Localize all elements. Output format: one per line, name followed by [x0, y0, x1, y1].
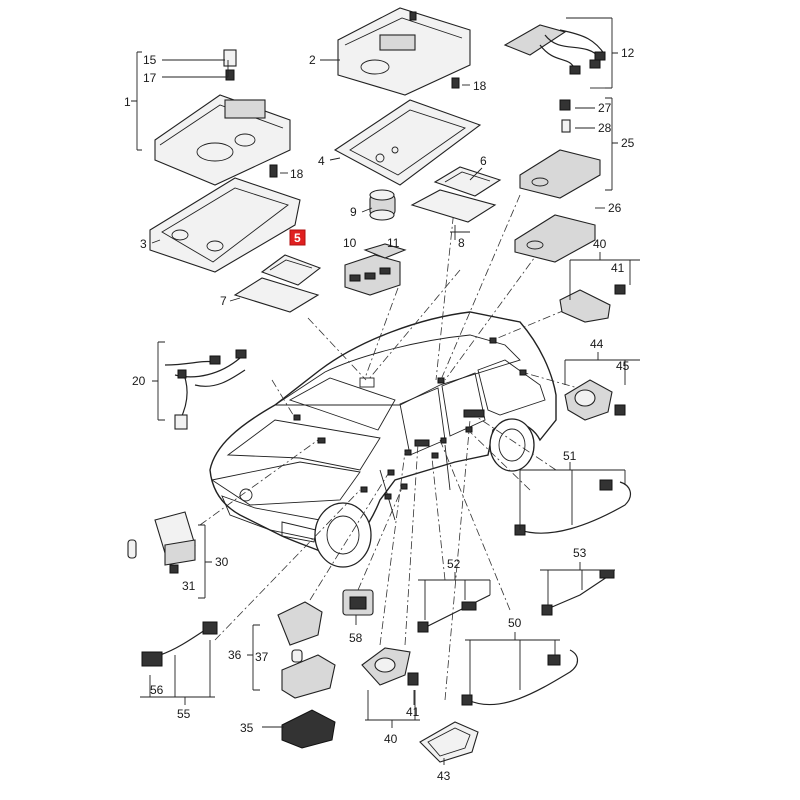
part-30-31-lamp-unit: [127, 511, 196, 574]
callout-43: 43: [437, 769, 451, 783]
callout-27: 27: [598, 101, 612, 115]
part-1-roof-console: [154, 49, 291, 186]
part-2-upper-console: [337, 7, 471, 96]
callout-41-upper: 41: [611, 261, 625, 275]
callout-28: 28: [598, 121, 612, 135]
part-4-console-frame: [333, 99, 482, 186]
callout-15: 15: [143, 53, 157, 67]
callout-37: 37: [255, 650, 269, 664]
callout-4: 4: [318, 154, 325, 168]
callout-labels: 1 2 3 4 5 6 7 8 9 10 11 12 15 17 18 18 2…: [124, 46, 635, 783]
screw-icon: [269, 77, 460, 178]
callout-26: 26: [608, 201, 622, 215]
part-55-56-wiring: [141, 621, 218, 667]
part-25-26-reading-lamps: [514, 99, 601, 263]
part-20-wiring-harness: [164, 349, 247, 430]
callout-50: 50: [508, 616, 522, 630]
callout-55: 55: [177, 707, 191, 721]
callout-18-left: 18: [290, 167, 304, 181]
part-12-wiring-harness: [503, 24, 606, 75]
part-7-cover-sheet: [233, 277, 320, 313]
part-58-switch: [342, 589, 374, 616]
callout-2: 2: [309, 53, 316, 67]
callout-53: 53: [573, 546, 587, 560]
callout-9: 9: [350, 205, 357, 219]
leader-lines: [199, 194, 586, 701]
callout-40-lower: 40: [384, 732, 398, 746]
callout-6: 6: [480, 154, 487, 168]
callout-12: 12: [621, 46, 635, 60]
brackets: [131, 17, 640, 765]
callout-20: 20: [132, 374, 146, 388]
part-53-wire: [541, 569, 615, 616]
callout-51: 51: [563, 449, 577, 463]
callout-7: 7: [220, 294, 227, 308]
callout-8: 8: [458, 236, 465, 250]
part-43-lens-frame: [419, 721, 479, 763]
callout-56: 56: [150, 683, 164, 697]
callout-58: 58: [349, 631, 363, 645]
part-6-lens: [433, 166, 502, 197]
callout-17: 17: [143, 71, 157, 85]
part-8-cover-sheet: [410, 189, 497, 223]
part-36-37-lamp: [277, 601, 336, 699]
part-44-lamp-housing: [564, 379, 626, 421]
callout-31: 31: [182, 579, 196, 593]
callout-25: 25: [621, 136, 635, 150]
part-51-wire: [514, 479, 632, 536]
part-5-lens: [260, 254, 322, 286]
callout-3: 3: [140, 237, 147, 251]
callout-11: 11: [387, 236, 400, 250]
vehicle-illustration: [209, 311, 557, 568]
callout-1: 1: [124, 95, 131, 109]
part-40-courtesy-light: [559, 284, 626, 323]
callout-18-top: 18: [473, 79, 487, 93]
callout-10: 10: [343, 236, 357, 250]
part-3-headliner-frame: [149, 177, 301, 273]
callout-44: 44: [590, 337, 604, 351]
callout-52: 52: [447, 557, 461, 571]
callout-45: 45: [616, 359, 630, 373]
callout-41-lower: 41: [406, 705, 420, 719]
callout-5: 5: [294, 231, 301, 245]
part-10-11-switches: [344, 243, 407, 296]
callout-30: 30: [215, 555, 229, 569]
part-50-wire: [461, 649, 579, 706]
callout-40-upper: 40: [593, 237, 607, 251]
part-40-lower-light: [361, 647, 419, 686]
part-35-lamp: [281, 709, 336, 749]
part-52-wire: [417, 594, 491, 633]
callout-5-highlight: [289, 229, 306, 246]
part-9-knob: [369, 189, 396, 221]
callout-35: 35: [240, 721, 254, 735]
callout-36: 36: [228, 648, 242, 662]
